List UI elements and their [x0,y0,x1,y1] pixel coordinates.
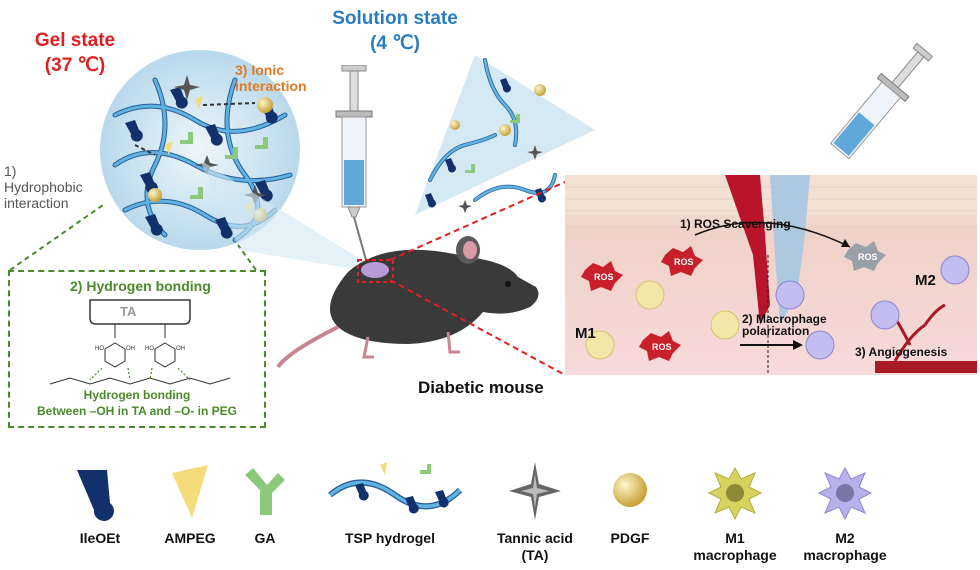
legend-label-ileoet: IleOEt [79,530,121,546]
ros-scavenging-label: 1) ROS Scavenging [680,217,791,231]
syringe-right [829,42,934,160]
gel-network-circle [100,50,300,250]
solution-cone [415,55,595,215]
gel-state-temp: (37 ℃) [44,55,106,76]
legend-label-ga: GA [254,530,276,546]
gel-state-title: Gel state (37 ℃) [30,30,120,77]
legend-label-m2-line-1: M2 [835,530,855,546]
gel-projection-cone [200,160,390,275]
m1-macrophage-icon [707,466,763,521]
legend-label-tannic-acid-line-2: (TA) [521,547,549,563]
ros-badge-2: ROS [674,257,694,267]
ta-peg-structure: HO OH HO OH [49,299,231,385]
svg-text:OH: OH [126,346,135,352]
hydrogen-caption-1: Hydrogen bonding [83,388,191,402]
m2-label: M2 [915,272,936,289]
legend-label-ampeg: AMPEG [164,530,216,546]
legend-label-m2-line-2: macrophage [803,547,887,563]
gel-state-label: Gel state [34,30,116,51]
wound-connector-lines [390,181,566,376]
wound-panel: ROS ROS ROS ROS [565,175,977,375]
tsp-hydrogel-icon [328,462,463,514]
macrophage-polarization-line-2: polarization [742,324,810,338]
diabetic-mouse-illustration [276,236,539,369]
ta-box-label: TA [120,304,137,319]
ros-badge-1: ROS [594,272,614,282]
ga-icon [245,468,285,515]
legend-label-m1-macrophage: M1 macrophage [685,530,785,564]
ampeg-icon [172,465,208,518]
hydrogen-caption-2: Between –OH in TA and –O- in PEG [36,404,238,418]
legend-label-m1-line-1: M1 [725,530,745,546]
legend-label-tsp-hydrogel: TSP hydrogel [345,530,435,546]
solution-state-temp: (4 ℃) [370,33,420,54]
box-connector-lines [9,204,257,271]
legend-label-m2-macrophage: M2 macrophage [795,530,895,564]
solution-state-title: Solution state (4 ℃) [330,8,460,55]
svg-text:OH: OH [176,346,185,352]
svg-text:HO: HO [145,346,154,352]
macrophage-polarization-label: 2) Macrophage polarization [742,313,827,337]
m2-macrophage-icon [817,466,873,521]
hydrogen-bonding-box: 2) Hydrogen bonding HO OH HO OH TA Hydroge… [8,270,266,428]
legend-label-m1-line-2: macrophage [693,547,777,563]
m1-label: M1 [575,325,596,342]
macrophage-polarization-line-1: 2) Macrophage [742,312,827,326]
hydrogen-bonding-title: 2) Hydrogen bonding [70,278,211,294]
pdgf-icon [613,473,647,507]
legend-label-tannic-acid: Tannic acid (TA) [485,530,585,564]
syringe-top [335,65,373,261]
ros-badge-4: ROS [858,252,878,262]
angiogenesis-label: 3) Angiogenesis [855,345,948,359]
legend-label-tannic-acid-line-1: Tannic acid [497,530,573,546]
svg-text:HO: HO [95,346,104,352]
diabetic-mouse-label: Diabetic mouse [418,378,544,397]
hydrophobic-interaction-label: 1) Hydrophobic interaction [4,163,83,211]
ros-badge-3: ROS [652,342,672,352]
legend: IleOEt AMPEG GA TSP hydrogel Tannic acid… [0,455,980,570]
solution-state-label: Solution state [332,8,458,29]
ileoet-icon [77,470,114,521]
legend-label-pdgf: PDGF [610,530,650,546]
tannic-acid-icon [509,462,561,520]
ionic-interaction-label: 3) Ionic interaction [235,62,307,94]
